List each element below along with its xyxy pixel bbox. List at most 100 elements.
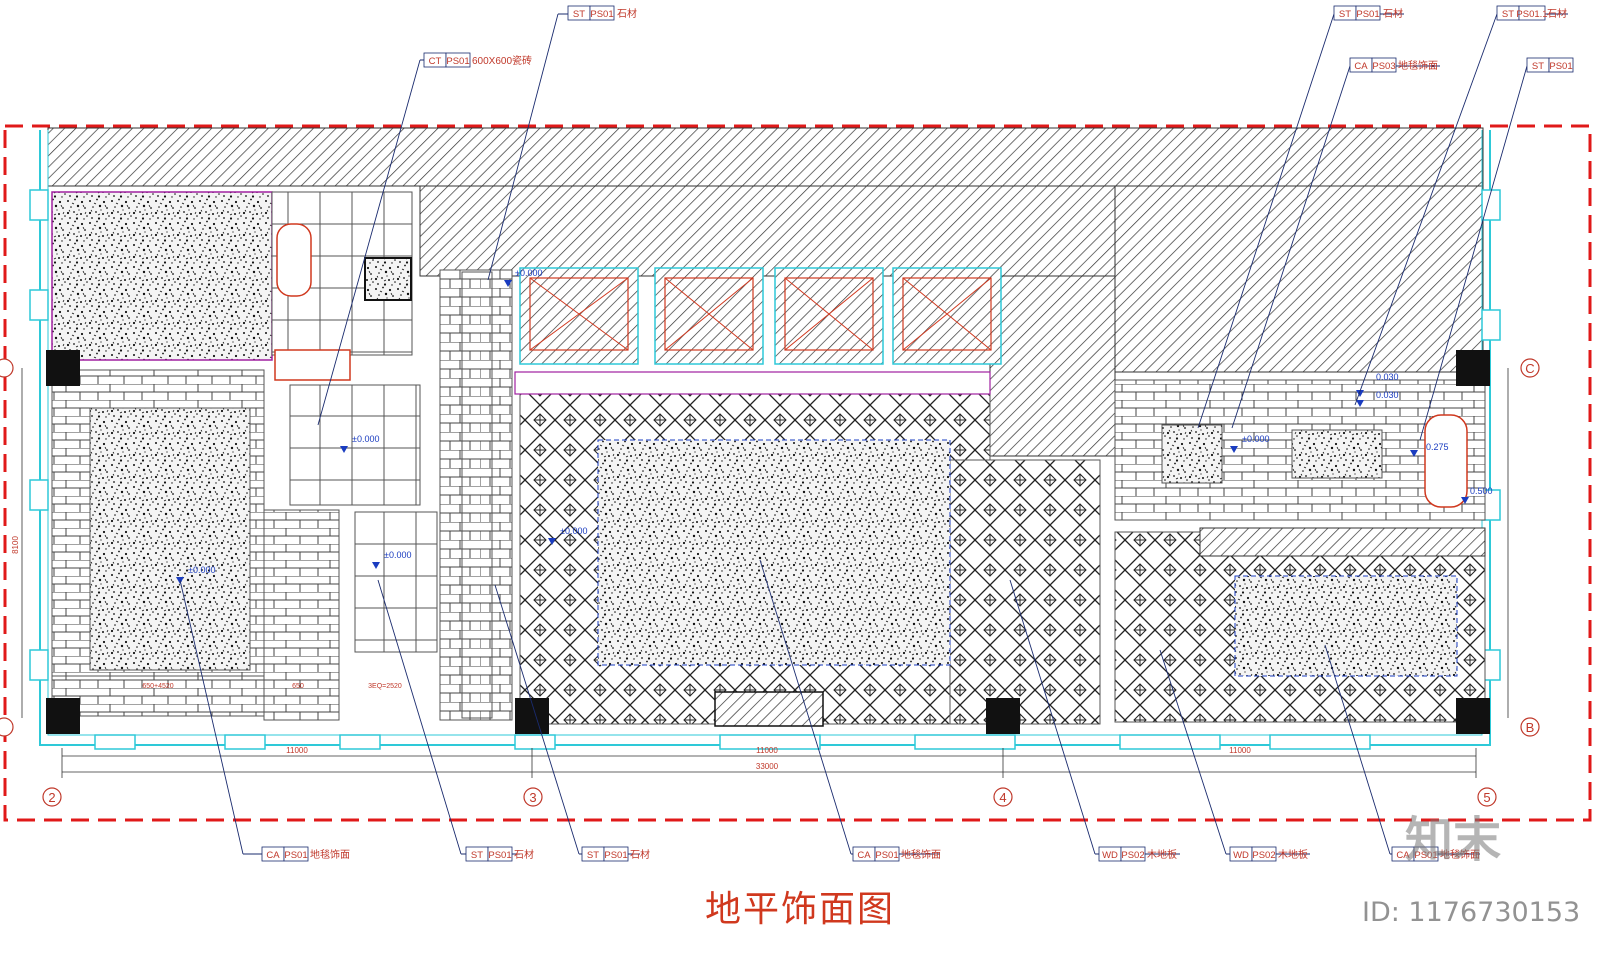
- svg-text:ST: ST: [471, 850, 483, 861]
- dim-small-2: 3EQ=2520: [368, 683, 402, 690]
- right-hatch-block: [1114, 185, 1484, 373]
- level-6: ±0.000: [1242, 434, 1269, 444]
- axis-col-5: 5: [1483, 790, 1490, 805]
- tag-top-3: ST PS01 石材: [1333, 5, 1403, 21]
- level-2: ±0.000: [384, 550, 411, 560]
- tag-top-4: CA PS03 地毯饰面: [1349, 57, 1438, 73]
- room-a-carpet: [51, 191, 273, 361]
- svg-text:ST: ST: [587, 850, 599, 861]
- axis-col-4: 4: [999, 790, 1006, 805]
- lobby-wall-band: [514, 371, 991, 395]
- dim-bay-3: 11000: [1229, 746, 1251, 755]
- right-wall-hatch: [1199, 527, 1486, 557]
- svg-text:600X600瓷砖: 600X600瓷砖: [472, 54, 532, 67]
- svg-text:CA: CA: [266, 850, 280, 861]
- svg-text:石材: 石材: [630, 848, 650, 861]
- axis-markers: [0, 358, 1540, 807]
- svg-text:WD: WD: [1102, 850, 1118, 861]
- level-5: ±0.000: [560, 526, 587, 536]
- svg-text:PS03: PS03: [1372, 61, 1395, 72]
- bath-right-speckle: [1291, 429, 1383, 479]
- axis-col-2: 2: [48, 790, 55, 805]
- level-10: 0.500: [1470, 486, 1493, 496]
- watermark-id: ID: 1176730153: [1362, 897, 1581, 928]
- tag-top-6: ST PS01: [1526, 57, 1574, 73]
- level-1: ±0.000: [352, 434, 379, 444]
- svg-text:ST: ST: [1532, 61, 1544, 72]
- watermark-logo: 知末: [1405, 812, 1502, 868]
- svg-text:CA: CA: [1354, 61, 1368, 72]
- svg-text:木地板: 木地板: [1147, 848, 1177, 861]
- bathtub-right: [1424, 414, 1468, 508]
- lobby-reception: [714, 691, 824, 727]
- svg-text:CT: CT: [429, 56, 442, 67]
- svg-text:PS01: PS01: [875, 850, 898, 861]
- dim-bay-1: 11000: [286, 746, 308, 755]
- axis-col-3: 3: [529, 790, 536, 805]
- svg-text:ST: ST: [573, 9, 585, 20]
- central-hatch: [419, 185, 1121, 277]
- tag-bottom-2: ST PS01 石材: [465, 846, 534, 862]
- tag-bottom-3: ST PS01 石材: [581, 846, 650, 862]
- svg-text:地毯饰面: 地毯饰面: [1398, 59, 1438, 72]
- bath-tile-b: [289, 384, 421, 506]
- mid-right-hatch: [989, 275, 1116, 457]
- svg-text:PS01: PS01: [1356, 9, 1379, 20]
- bathtub-a: [276, 223, 312, 297]
- svg-text:PS02: PS02: [1121, 850, 1144, 861]
- tag-bottom-1: CA PS01 地毯饰面: [261, 846, 350, 862]
- svg-text:PS01.1: PS01.1: [1516, 9, 1547, 20]
- tag-top-2: CT PS01 600X600瓷砖: [423, 52, 532, 68]
- svg-text:PS01: PS01: [1549, 61, 1572, 72]
- corridor-plank-left: [263, 509, 340, 721]
- svg-text:PS01: PS01: [446, 56, 469, 67]
- svg-text:PS01: PS01: [590, 9, 613, 20]
- svg-text:石材: 石材: [1383, 7, 1403, 20]
- room-b-carpet: [89, 407, 251, 671]
- svg-text:ST: ST: [1339, 9, 1351, 20]
- level-9: 0.275: [1426, 442, 1449, 452]
- shower-drain-a: [364, 257, 412, 301]
- level-3: ±0.000: [188, 565, 215, 575]
- svg-text:地毯饰面: 地毯饰面: [901, 848, 941, 861]
- svg-text:WD: WD: [1233, 850, 1249, 861]
- tag-bottom-5: WD PS02 木地板: [1098, 846, 1177, 862]
- svg-text:石材: 石材: [1547, 7, 1567, 20]
- svg-text:PS02: PS02: [1252, 850, 1275, 861]
- lobby-wood-floor-right: [949, 459, 1101, 725]
- bath-tile-c: [354, 511, 438, 653]
- svg-text:石材: 石材: [617, 7, 637, 20]
- level-4: ±0.000: [515, 268, 542, 278]
- axis-row-c: C: [1525, 361, 1534, 376]
- dim-total: 33000: [756, 762, 779, 771]
- stone-strip-inner: [461, 271, 493, 719]
- tag-bottom-7: CA PS01 地毯饰面: [1391, 846, 1480, 862]
- svg-text:CA: CA: [857, 850, 871, 861]
- dimension-lines: [21, 368, 1509, 778]
- axis-row-b: B: [1526, 720, 1535, 735]
- lobby-carpet: [597, 439, 951, 666]
- svg-text:PS01: PS01: [488, 850, 511, 861]
- plan-boundary: [3, 124, 1592, 822]
- level-7: 0.030: [1376, 390, 1399, 400]
- elevator-shafts: [519, 267, 1002, 365]
- right-carpet: [1234, 575, 1458, 677]
- wall-notches: [29, 189, 1501, 750]
- counter-a: [274, 349, 351, 381]
- tag-top-1: ST PS01 石材: [567, 5, 637, 21]
- dim-bay-2: 11000: [756, 746, 778, 755]
- tag-top-5: ST PS01.1 石材: [1496, 5, 1567, 21]
- svg-text:石材: 石材: [514, 848, 534, 861]
- bath-right-carpet: [1161, 424, 1223, 484]
- svg-text:PS01: PS01: [284, 850, 307, 861]
- dim-height: 8100: [11, 536, 20, 554]
- level-8: 0.030: [1376, 372, 1399, 382]
- svg-text:CA: CA: [1396, 850, 1410, 861]
- drawing-title: 地平饰面图: [704, 889, 895, 930]
- corridor-hatch-top: [47, 127, 1484, 187]
- room-b-bottom-band: [51, 675, 265, 717]
- tag-bottom-4: CA PS01 地毯饰面: [852, 846, 941, 862]
- svg-text:地毯饰面: 地毯饰面: [1440, 848, 1480, 861]
- svg-text:地毯饰面: 地毯饰面: [310, 848, 350, 861]
